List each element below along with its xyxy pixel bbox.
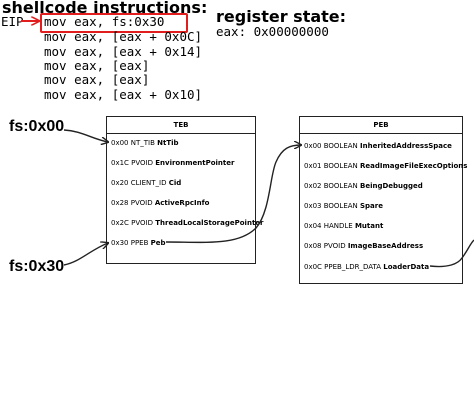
peb-field: 0x00 BOOLEAN InheritedAddressSpace — [304, 142, 452, 150]
teb-field: 0x2C PVOID ThreadLocalStoragePointer — [111, 219, 263, 227]
field-prefix: 0x03 BOOLEAN — [304, 202, 360, 210]
field-name: ReadImageFileExecOptions — [360, 162, 468, 170]
instruction-line: mov eax, [eax + 0x10] — [44, 87, 203, 102]
field-prefix: 0x1C PVOID — [111, 159, 156, 167]
teb-field: 0x28 PVOID ActiveRpcInfo — [111, 199, 209, 207]
field-prefix: 0x01 BOOLEAN — [304, 162, 360, 170]
field-prefix: 0x30 PPEB — [111, 239, 151, 247]
field-name: NtTib — [157, 139, 179, 147]
field-name: Mutant — [354, 222, 384, 230]
field-prefix: 0x20 CLIENT_ID — [111, 179, 169, 187]
peb-title: PEB — [300, 117, 462, 134]
field-name: BeingDebugged — [360, 182, 423, 190]
teb-title: TEB — [107, 117, 255, 134]
teb-field: 0x20 CLIENT_ID Cid — [111, 179, 181, 187]
field-name: Peb — [150, 239, 166, 247]
field-prefix: 0x04 HANDLE — [304, 222, 355, 230]
fs-0x00-label: fs:0x00 — [9, 118, 65, 135]
teb-field: 0x30 PPEB Peb — [111, 239, 166, 247]
field-prefix: 0x02 BOOLEAN — [304, 182, 360, 190]
teb-structure-box: TEB 0x00 NT_TIB NtTib 0x1C PVOID Environ… — [106, 116, 263, 264]
fs-0x30-label: fs:0x30 — [9, 258, 65, 275]
field-name: InheritedAddressSpace — [360, 142, 452, 150]
field-prefix: 0x00 BOOLEAN — [304, 142, 360, 150]
peb-field: 0x01 BOOLEAN ReadImageFileExecOptions — [304, 162, 467, 170]
fs-0x30-arrow — [63, 243, 108, 266]
peb-field: 0x04 HANDLE Mutant — [304, 222, 383, 230]
instruction-line: mov eax, [eax + 0x14] — [44, 44, 203, 59]
instruction-line: mov eax, [eax] — [44, 58, 150, 73]
instruction-line: mov eax, fs:0x30 — [44, 14, 165, 29]
field-prefix: 0x08 PVOID — [304, 242, 348, 250]
teb-field: 0x1C PVOID EnvironmentPointer — [111, 159, 234, 167]
field-prefix: 0x0C PPEB_LDR_DATA — [304, 263, 384, 271]
peb-field: 0x02 BOOLEAN BeingDebugged — [304, 182, 423, 190]
field-name: LoaderData — [383, 263, 430, 271]
field-name: Cid — [168, 179, 182, 187]
field-prefix: 0x2C PVOID — [111, 219, 156, 227]
loader-data-arrow — [429, 239, 474, 268]
eip-highlight-box — [40, 13, 188, 33]
field-name: Spare — [360, 202, 383, 210]
field-prefix: 0x28 PVOID — [111, 199, 155, 207]
register-state-title: register state: — [216, 7, 347, 26]
instruction-line: mov eax, [eax] — [44, 72, 150, 87]
instruction-line: mov eax, [eax + 0x0C] — [44, 29, 203, 44]
code-section-title: shellcode instructions: — [2, 0, 208, 17]
eip-label: EIP — [1, 14, 24, 29]
register-eax-value: eax: 0x00000000 — [216, 24, 329, 39]
field-name: ThreadLocalStoragePointer — [155, 219, 264, 227]
teb-field: 0x00 NT_TIB NtTib — [111, 139, 179, 147]
field-prefix: 0x00 NT_TIB — [111, 139, 158, 147]
peb-field: 0x03 BOOLEAN Spare — [304, 202, 383, 210]
peb-field: 0x08 PVOID ImageBaseAddress — [304, 242, 423, 250]
peb-field: 0x0C PPEB_LDR_DATA LoaderData — [304, 263, 429, 271]
field-name: EnvironmentPointer — [155, 159, 235, 167]
fs-0x00-arrow — [63, 129, 108, 142]
peb-structure-box: PEB 0x00 BOOLEAN InheritedAddressSpace 0… — [299, 116, 467, 284]
field-name: ActiveRpcInfo — [154, 199, 210, 207]
peb-pointer-arrow — [165, 145, 301, 244]
field-name: ImageBaseAddress — [347, 242, 424, 250]
